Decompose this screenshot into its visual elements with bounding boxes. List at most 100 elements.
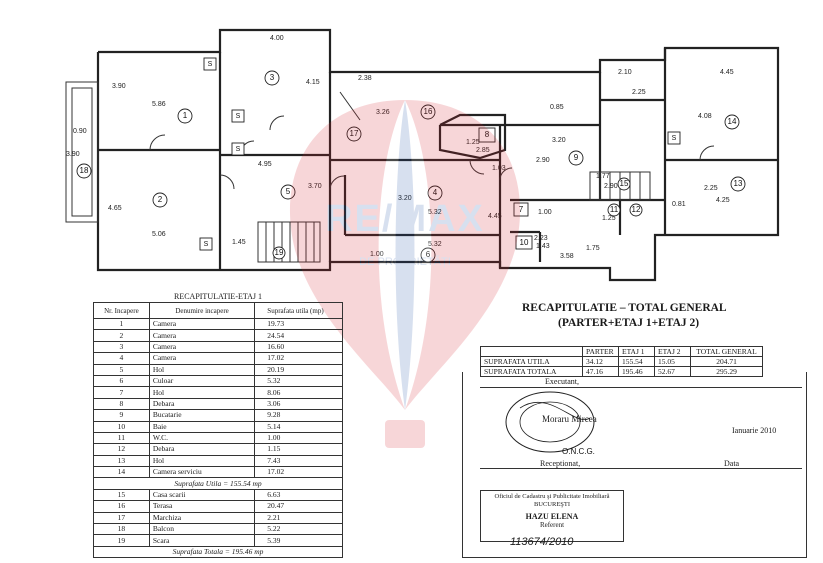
cell-area: 1.00 [254, 431, 343, 445]
dimension-label: 4.15 [306, 79, 320, 86]
cell-nr: 3 [93, 340, 150, 354]
dimension-label: 2.25 [704, 185, 718, 192]
door-swing [469, 159, 485, 175]
door-swing [499, 167, 513, 181]
subtotal-row: Suprafata Utila = 155.54 mp [93, 477, 343, 490]
signature-frame [462, 372, 807, 558]
cell-nr: 16 [93, 500, 150, 513]
marker-s: S [203, 57, 217, 71]
door-swing [219, 174, 235, 190]
stamp-city: BUCUREŞTI [533, 501, 571, 508]
outer-wall [96, 28, 780, 282]
data-label: Data [724, 459, 740, 468]
dimension-label: 4.95 [258, 161, 272, 168]
dimension-label: 2.25 [632, 89, 646, 96]
cell-name: Balcon [148, 523, 256, 536]
cell-nr: 14 [93, 466, 150, 479]
handwritten-number: 113674/2010 [510, 536, 574, 548]
cell-nr: 13 [93, 454, 150, 468]
cell-nr: 17 [93, 511, 150, 525]
dimension-label: 1.03 [492, 165, 506, 172]
seal-text: O.N.C.G. [562, 447, 595, 456]
cell-name: Baie [148, 420, 256, 433]
executant-name: Moraru Mircea [542, 414, 597, 424]
cell-area: 20.19 [254, 363, 343, 376]
dimension-label: 4.65 [108, 205, 122, 212]
cell-name: Camera [148, 352, 256, 365]
cell-name: Marchiza [148, 511, 256, 525]
room-number: 15 [617, 177, 631, 191]
room-number: 11 [607, 203, 621, 217]
svg-text:3: 3 [270, 73, 275, 82]
dimension-label: 1.75 [586, 245, 600, 252]
dimension-label: 1.77 [596, 173, 610, 180]
cell-area: 5.22 [254, 523, 343, 536]
dimension-label: 4.45 [488, 213, 502, 220]
divider [480, 468, 802, 469]
dimension-label: 1.25 [466, 139, 480, 146]
dimension-label: 3.26 [376, 109, 390, 116]
floor-plan: 3.90 5.86 4.00 4.15 2.38 2.10 4.45 0.90 … [65, 28, 780, 282]
col-header-etaj1: ETAJ 1 [618, 346, 655, 357]
svg-text:16: 16 [424, 107, 433, 116]
cell-area: 1.15 [254, 443, 343, 456]
room-number: 19 [272, 246, 286, 260]
dimension-label: 3.70 [308, 183, 322, 190]
cell-nr: 1 [93, 317, 150, 331]
dimension-label: 5.32 [428, 241, 442, 248]
room-number: 13 [730, 176, 746, 192]
svg-text:2: 2 [158, 195, 163, 204]
door-swing [149, 134, 166, 151]
dimension-label: 1.43 [536, 243, 550, 250]
cell-etaj2: 15.05 [654, 356, 691, 367]
room-number: 3 [264, 70, 280, 86]
svg-text:5: 5 [286, 187, 291, 196]
dimension-label: 1.00 [538, 209, 552, 216]
recap-subtitle: (PARTER+ETAJ 1+ETAJ 2) [558, 317, 700, 329]
col-header-total: TOTAL GENERAL [690, 346, 763, 357]
dimension-label: 2.10 [618, 69, 632, 76]
cell-area: 17.02 [254, 352, 343, 365]
col-header-parter: PARTER [582, 346, 619, 357]
svg-text:S: S [204, 241, 209, 248]
dimension-label: 5.86 [152, 101, 166, 108]
cell-area: 2.21 [254, 511, 343, 525]
cell-nr: 10 [93, 420, 150, 433]
cell-total: 295.29 [690, 366, 763, 377]
dimension-label: 2.38 [358, 75, 372, 82]
cell-name: Debara [148, 397, 256, 411]
svg-text:7: 7 [519, 205, 524, 214]
cell-name: W.C. [148, 431, 256, 445]
general-recap-panel: RECAPITULATIE – TOTAL GENERAL (PARTER+ET… [462, 296, 807, 558]
dimension-label: 2.90 [536, 157, 550, 164]
svg-text:4: 4 [433, 188, 438, 197]
room-number: 7 [513, 202, 529, 217]
room-number: 6 [420, 247, 436, 263]
svg-text:S: S [208, 61, 213, 68]
balcony-outline [65, 81, 99, 223]
cell-name: Hol [148, 386, 256, 399]
svg-text:10: 10 [520, 238, 529, 247]
total-table-header: PARTER ETAJ 1 ETAJ 2 TOTAL GENERAL [480, 346, 763, 357]
marker-s: S [231, 142, 245, 156]
dimension-label: 3.20 [398, 195, 412, 202]
cell-area: 20.47 [254, 500, 343, 513]
subtotal-util: Suprafata Utila = 155.54 mp [93, 477, 343, 490]
cell-name: Scara [148, 534, 256, 547]
date-value: Ianuarie 2010 [732, 426, 777, 435]
dimension-label: 4.08 [698, 113, 712, 120]
staircase [257, 221, 321, 263]
door-swing [269, 115, 285, 131]
dimension-label: 2.85 [476, 147, 490, 154]
table-title: RECAPITULATIE-ETAJ 1 [173, 292, 262, 301]
cell-total: 204.71 [690, 356, 763, 367]
